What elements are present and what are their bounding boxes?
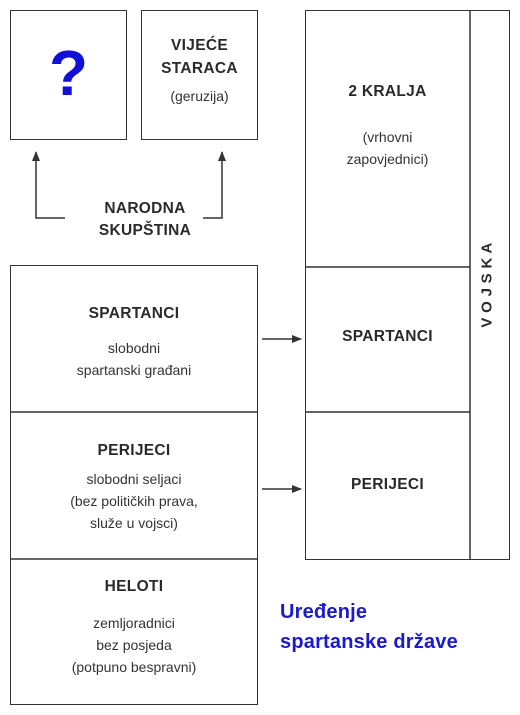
spartanci-class-block: SPARTANCI slobodni spartanski građani [10, 265, 258, 412]
army-spartanci-block: SPARTANCI [305, 267, 470, 412]
spartanci-title: SPARTANCI [88, 305, 180, 322]
kings-title: 2 KRALJA [348, 83, 427, 100]
unknown-box: ? [10, 10, 127, 140]
perijeci-desc-line1: slobodni seljaci [86, 471, 182, 487]
heloti-desc-line2: bez posjeda [96, 637, 172, 653]
question-mark: ? [48, 37, 89, 109]
perijeci-class-block: PERIJECI slobodni seljaci (bez politički… [10, 412, 258, 559]
caption-line1: Uređenje [280, 601, 368, 623]
assembly-to-unknown-arrow [32, 151, 65, 219]
spartanci-desc-line1: slobodni [107, 340, 161, 356]
assembly-label-line1: NARODNA [104, 200, 186, 217]
kings-block: 2 KRALJA (vrhovni zapovjednici) [305, 10, 470, 267]
right-army-column [305, 10, 510, 560]
council-box: VIJEĆE STARACA (geruzija) [141, 10, 258, 140]
perijeci-desc-line3: služe u vojsci) [90, 515, 178, 531]
army-perijeci-block: PERIJECI [305, 412, 470, 560]
heloti-title: HELOTI [104, 578, 164, 595]
council-title-line1: VIJEĆE [171, 37, 228, 54]
council-title-line2: STARACA [161, 60, 238, 77]
kings-desc-line1: (vrhovni [362, 129, 413, 145]
perijeci-desc-line2: (bez političkih prava, [70, 493, 198, 509]
heloti-class-block: HELOTI zemljoradnici bez posjeda (potpun… [10, 559, 258, 705]
spartanci-desc-line2: spartanski građani [76, 362, 192, 378]
army-spartanci-title: SPARTANCI [342, 328, 433, 345]
heloti-desc-line1: zemljoradnici [93, 615, 175, 631]
assembly-to-council-arrow [203, 151, 226, 219]
heloti-desc-line3: (potpuno bespravni) [71, 659, 197, 675]
left-class-column [10, 265, 258, 705]
council-subtitle: (geruzija) [170, 88, 229, 104]
assembly-label-line2: SKUPŠTINA [98, 222, 192, 239]
caption-line2: spartanske države [280, 631, 458, 653]
kings-desc-line2: zapovjednici) [346, 151, 429, 167]
army-perijeci-title: PERIJECI [350, 476, 425, 493]
perijeci-title: PERIJECI [97, 442, 171, 459]
